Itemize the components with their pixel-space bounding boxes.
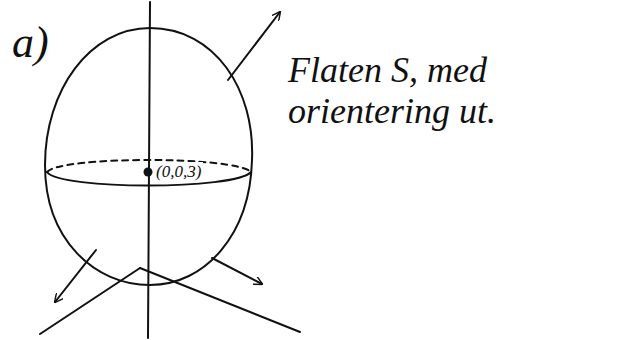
normal-arrow: [55, 250, 96, 302]
part-label: a): [12, 18, 49, 69]
center-point: [144, 168, 153, 177]
normal-arrow: [228, 12, 280, 80]
note-text: Flaten S, med orientering ut.: [288, 50, 538, 133]
normal-arrow: [212, 258, 262, 284]
point-label: (0,0,3): [154, 162, 203, 182]
closed-surface: [45, 28, 252, 285]
